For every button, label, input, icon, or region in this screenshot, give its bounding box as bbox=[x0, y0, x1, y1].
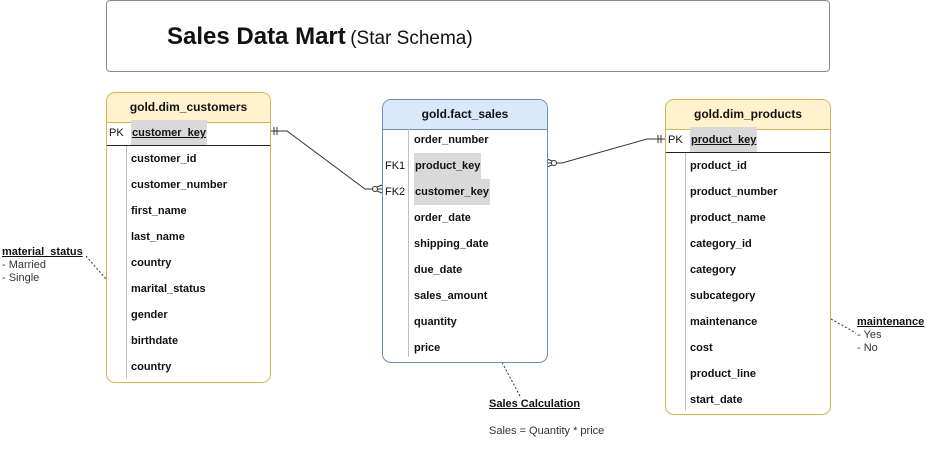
material-status-note: material_status - Married - Single bbox=[2, 246, 83, 285]
pk-label: PK bbox=[668, 134, 683, 146]
field-name: customer_id bbox=[131, 153, 197, 165]
note-item: - No bbox=[857, 342, 878, 354]
field-row: last_name bbox=[107, 224, 270, 250]
field-name: category bbox=[690, 264, 736, 276]
material-status-dotted-line bbox=[85, 255, 114, 288]
field-name: order_date bbox=[414, 212, 471, 224]
maintenance-dotted-line bbox=[830, 318, 857, 334]
field-row: product_id bbox=[666, 153, 830, 179]
field-row: product_name bbox=[666, 205, 830, 231]
field-name: category_id bbox=[690, 238, 752, 250]
field-name: gender bbox=[131, 309, 168, 321]
field-row: due_date bbox=[383, 257, 547, 283]
product-key-fk: product_key bbox=[414, 153, 482, 179]
field-name: order_number bbox=[414, 134, 489, 146]
dim-products-pk-row: PK product_key bbox=[666, 127, 830, 153]
key-column-divider bbox=[685, 153, 686, 410]
field-row: product_number bbox=[666, 179, 830, 205]
field-row: birthdate bbox=[107, 328, 270, 354]
fact-many-circle-left bbox=[372, 186, 378, 192]
field-row: first_name bbox=[107, 198, 270, 224]
key-column-divider bbox=[126, 146, 127, 378]
fact-sales-title: gold.fact_sales bbox=[383, 100, 547, 130]
field-row: shipping_date bbox=[383, 231, 547, 257]
customer-key-field: customer_key bbox=[131, 120, 207, 146]
table-fact-sales[interactable]: gold.fact_sales order_number FK1 product… bbox=[382, 99, 548, 363]
field-row: customer_id bbox=[107, 146, 270, 172]
customer-key-fk: customer_key bbox=[414, 179, 490, 205]
field-name: birthdate bbox=[131, 335, 179, 347]
field-row: order_date bbox=[383, 205, 547, 231]
field-name: country bbox=[131, 361, 172, 373]
field-row: maintenance bbox=[666, 309, 830, 335]
table-dim-products[interactable]: gold.dim_products PK product_key product… bbox=[665, 99, 831, 415]
note-item: - Yes bbox=[857, 329, 882, 341]
diagram-title: Sales Data Mart (Star Schema) bbox=[167, 23, 473, 51]
field-name: maintenance bbox=[690, 316, 758, 328]
key-label: FK1 bbox=[385, 160, 406, 172]
field-row: product_line bbox=[666, 361, 830, 387]
field-name: cost bbox=[690, 342, 713, 354]
note-item: - Married bbox=[2, 259, 47, 271]
field-row: country bbox=[107, 250, 270, 276]
field-name: product_id bbox=[690, 160, 747, 172]
table-dim-customers[interactable]: gold.dim_customers PK customer_key custo… bbox=[106, 92, 271, 383]
field-row: price bbox=[383, 335, 547, 361]
products-fact-relation bbox=[547, 138, 665, 164]
dim-products-title: gold.dim_products bbox=[666, 100, 830, 130]
key-label: FK2 bbox=[385, 186, 406, 198]
field-row: cost bbox=[666, 335, 830, 361]
field-row: marital_status bbox=[107, 276, 270, 302]
title-box: Sales Data Mart (Star Schema) bbox=[106, 0, 830, 72]
field-row: country bbox=[107, 354, 270, 380]
field-row: subcategory bbox=[666, 283, 830, 309]
field-row: category bbox=[666, 257, 830, 283]
pk-divider bbox=[666, 152, 830, 153]
sales-formula: Sales = Quantity * price bbox=[489, 425, 605, 437]
field-row: FK2 customer_key bbox=[383, 179, 547, 205]
customers-fact-relation bbox=[270, 130, 382, 190]
field-name: shipping_date bbox=[414, 238, 489, 250]
field-name: product_line bbox=[690, 368, 757, 380]
field-name: product_name bbox=[690, 212, 766, 224]
field-name: country bbox=[131, 257, 172, 269]
field-name: customer_number bbox=[131, 179, 227, 191]
product-key-field: product_key bbox=[690, 127, 758, 153]
field-name: first_name bbox=[131, 205, 187, 217]
field-row: order_number bbox=[383, 127, 547, 153]
field-name: start_date bbox=[690, 394, 743, 406]
field-name: sales_amount bbox=[414, 290, 488, 302]
field-name: quantity bbox=[414, 316, 457, 328]
note-title: maintenance bbox=[857, 316, 925, 328]
sales-calculation-note: Sales Calculation Sales = Quantity * pri… bbox=[489, 398, 604, 438]
title-sub: (Star Schema) bbox=[350, 28, 473, 49]
maintenance-note: maintenance - Yes - No bbox=[857, 316, 924, 355]
dim-customers-pk-row: PK customer_key bbox=[107, 120, 270, 146]
note-item: - Single bbox=[2, 272, 40, 284]
dim-customers-title: gold.dim_customers bbox=[107, 93, 270, 123]
field-name: due_date bbox=[414, 264, 463, 276]
title-main: Sales Data Mart bbox=[167, 23, 346, 50]
note-title: Sales Calculation bbox=[489, 398, 581, 410]
field-row: sales_amount bbox=[383, 283, 547, 309]
field-row: customer_number bbox=[107, 172, 270, 198]
field-row: quantity bbox=[383, 309, 547, 335]
key-column-divider bbox=[408, 129, 409, 357]
field-row: category_id bbox=[666, 231, 830, 257]
field-row: start_date bbox=[666, 387, 830, 413]
field-row: FK1 product_key bbox=[383, 153, 547, 179]
field-name: subcategory bbox=[690, 290, 756, 302]
field-name: price bbox=[414, 342, 441, 354]
fact-many-circle-right bbox=[551, 160, 557, 166]
field-name: last_name bbox=[131, 231, 185, 243]
pk-divider bbox=[107, 145, 270, 146]
field-name: marital_status bbox=[131, 283, 206, 295]
note-title: material_status bbox=[2, 246, 83, 258]
pk-label: PK bbox=[109, 127, 124, 139]
field-row: gender bbox=[107, 302, 270, 328]
field-name: product_number bbox=[690, 186, 778, 198]
